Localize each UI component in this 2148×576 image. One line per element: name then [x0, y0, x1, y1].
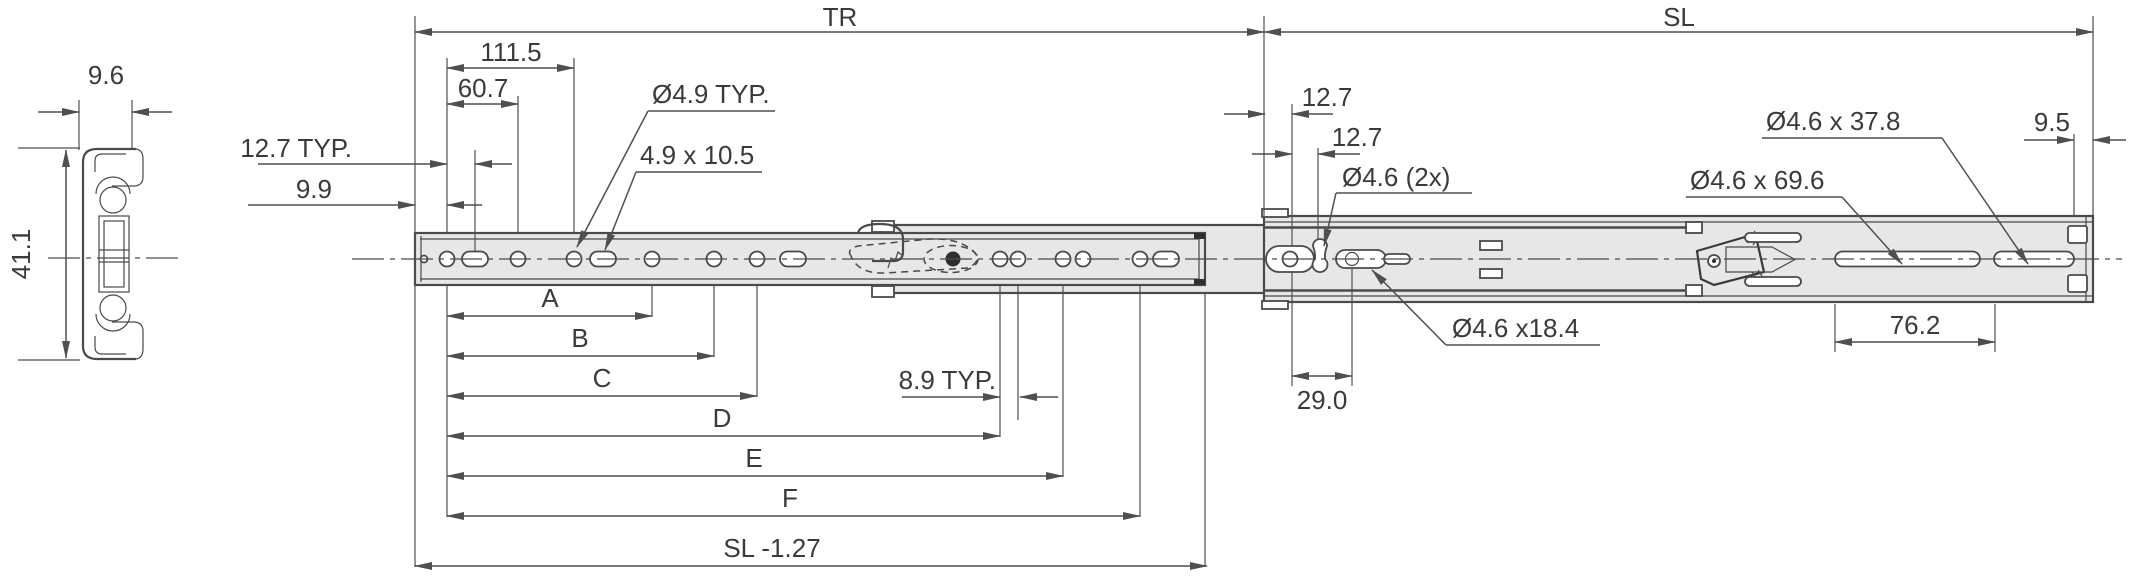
- bottom-lip: [112, 321, 144, 360]
- ball-bearing-bottom: [99, 294, 127, 322]
- label-60-7: 60.7: [458, 73, 509, 103]
- dimension-labels: TR SL 9.6 41.1 111.5 60.7 12.7 TYP. 9.9 …: [6, 2, 2070, 563]
- vent-slot-bottom: [1744, 276, 1802, 287]
- label-12-7-b: 12.7: [1332, 122, 1383, 152]
- label-a: A: [541, 283, 559, 313]
- leader-4-6x37-8: [1941, 137, 2029, 265]
- label-4-6x69-6: Ø4.6 x 69.6: [1690, 165, 1824, 195]
- keyhole-slot: [1311, 238, 1329, 273]
- lance-bottom: [1479, 268, 1503, 279]
- leader-4-9-typ: [576, 110, 649, 248]
- label-4-9-typ: Ø4.9 TYP.: [652, 79, 770, 109]
- end-clip-bottom: [1194, 279, 1205, 285]
- bottom-hook: [94, 336, 126, 355]
- drawer-profile-web: [98, 215, 130, 293]
- label-c: C: [593, 363, 612, 393]
- intermediate-left-tab-bottom: [871, 285, 895, 298]
- label-b: B: [571, 323, 588, 353]
- label-76-2: 76.2: [1890, 310, 1941, 340]
- label-4-6x37-8: Ø4.6 x 37.8: [1766, 106, 1900, 136]
- leader-4-6-2x: [1323, 192, 1337, 247]
- leader-4-6x18-4: [1371, 269, 1447, 346]
- end-clip-top: [1194, 233, 1205, 239]
- label-sl: SL: [1663, 2, 1695, 32]
- label-tr: TR: [823, 2, 858, 32]
- label-4-9x10-5: 4.9 x 10.5: [640, 140, 754, 170]
- dimension-lines: [38, 28, 2126, 570]
- label-e: E: [745, 443, 762, 473]
- intermediate-right-tab-top: [1685, 221, 1703, 234]
- drawer-profile-inner: [103, 220, 125, 288]
- leader-4-6x69-6: [1841, 196, 1903, 265]
- label-9-9: 9.9: [296, 174, 332, 204]
- label-8-9-typ: 8.9 TYP.: [899, 365, 996, 395]
- cross-section-view: [81, 147, 144, 361]
- vent-slot-top: [1744, 232, 1802, 243]
- ball-race-top: [95, 176, 131, 195]
- leader-4-9x10-5: [604, 171, 637, 251]
- lance-top: [1479, 240, 1503, 251]
- intermediate-right-tab-bottom: [1685, 284, 1703, 297]
- intermediate-left-tab-top: [871, 220, 895, 233]
- label-4-6x18-4: Ø4.6 x18.4: [1452, 313, 1579, 343]
- top-hook: [94, 153, 126, 172]
- label-f: F: [782, 483, 798, 513]
- label-9-6: 9.6: [88, 60, 124, 90]
- label-111-5: 111.5: [480, 37, 541, 67]
- label-12-7-a: 12.7: [1302, 82, 1353, 112]
- label-d: D: [713, 403, 732, 433]
- end-square-hole-bottom: [2067, 274, 2088, 293]
- label-12-7-typ: 12.7 TYP.: [240, 133, 352, 163]
- label-9-5: 9.5: [2034, 107, 2070, 137]
- label-sl-minus-1-27: SL -1.27: [723, 533, 820, 563]
- ball-race-bottom: [95, 313, 131, 332]
- cabinet-left-step-bottom: [1261, 300, 1289, 310]
- disconnect-arrow-feature: [1725, 246, 1797, 273]
- label-29-0: 29.0: [1297, 385, 1348, 415]
- cabinet-profile: [81, 147, 136, 361]
- label-41-1: 41.1: [6, 229, 36, 280]
- label-4-6-2x: Ø4.6 (2x): [1342, 162, 1450, 192]
- lever-pivot-dot: [1712, 259, 1716, 263]
- ball-bearing-top: [99, 186, 127, 214]
- end-square-hole-top: [2067, 225, 2088, 244]
- top-lip: [112, 148, 144, 187]
- cabinet-left-step-top: [1261, 208, 1289, 218]
